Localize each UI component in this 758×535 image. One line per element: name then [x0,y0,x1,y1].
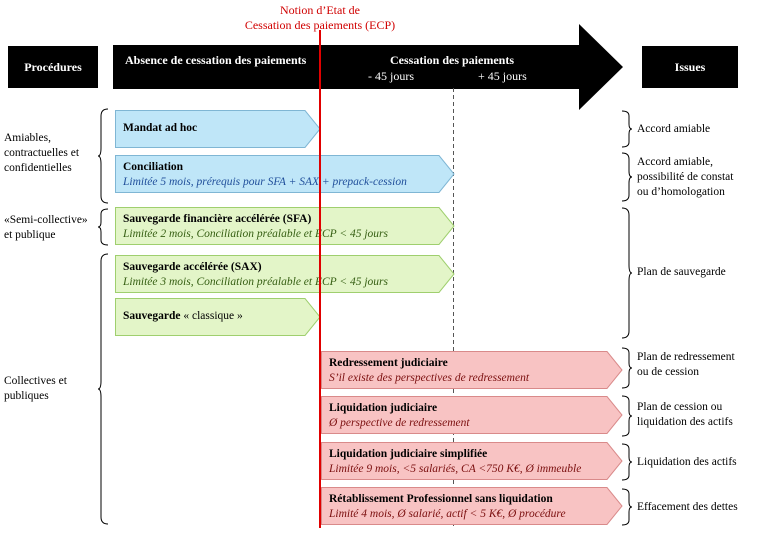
ecp-title-line1: Notion d’Etat de [280,3,360,17]
procedure-subtitle: Ø perspective de redressement [329,417,470,429]
issue-effacement: Effacement des dettes [637,500,738,515]
category-semi-line: «Semi-collective» [4,214,88,226]
bracket-liquidation-actifs [621,443,633,481]
issue-line: ou de cession [637,366,699,378]
procedure-title-rest: « classique » [180,310,243,322]
header-absence: Absence de cessation des paiements [125,53,307,67]
category-amiables-line: confidentielles [4,162,72,174]
header-procedures: Procédures [8,46,98,88]
category-semi-line: et publique [4,229,56,241]
procedure-subtitle: Limitée 2 mois, Conciliation préalable e… [123,228,389,240]
issue-line: ou d’homologation [637,186,725,198]
header-cessation: Cessation des paiements [390,53,515,67]
issue-line: Plan de cession ou [637,401,723,413]
bracket-effacement [621,488,633,526]
procedure-subtitle: Limité 4 mois, Ø salarié, actif < 5 K€, … [329,508,566,520]
procedure-title: Sauvegarde [123,310,181,322]
issue-line: Plan de sauvegarde [637,266,726,278]
procedure-subtitle: S’il existe des perspectives de redresse… [329,372,530,384]
procedure-mandat-ad-hoc: Mandat ad hoc [115,110,321,148]
issue-accord-constat: Accord amiable, possibilité de constat o… [637,155,733,200]
procedure-title: Rétablissement Professionnel sans liquid… [329,493,553,505]
procedure-redressement: Redressement judiciaire S’il existe des … [321,351,623,389]
procedure-title: Sauvegarde accélérée (SAX) [123,261,262,273]
bracket-collectives [98,253,109,525]
header-issues: Issues [642,46,738,88]
issue-liquidation-actifs: Liquidation des actifs [637,455,737,470]
bracket-plan-cession [621,395,633,437]
procedure-sfa: Sauvegarde financière accélérée (SFA) Li… [115,207,455,245]
procedure-title: Liquidation judiciaire simplifiée [329,448,488,460]
issue-line: possibilité de constat [637,171,734,183]
procedure-liquidation-simplifiee: Liquidation judiciaire simplifiée Limité… [321,442,623,480]
procedure-subtitle: Limitée 5 mois, prérequis pour SFA + SAX… [123,176,407,188]
issue-plan-cession: Plan de cession ou liquidation des actif… [637,400,733,430]
issue-line: Effacement des dettes [637,501,738,513]
ecp-title-line2: Cessation des paiements (ECP) [244,18,396,32]
bracket-accord-constat [621,152,633,202]
category-amiables: Amiables, contractuelles et confidentiel… [4,131,79,176]
issue-accord-amiable: Accord amiable [637,122,710,137]
procedure-title: Redressement judiciaire [329,357,448,369]
procedure-title: Conciliation [123,161,184,173]
category-amiables-line: Amiables, [4,132,51,144]
category-collectives-line: publiques [4,390,49,402]
header-procedures-label: Procédures [24,59,82,74]
issue-plan-sauvegarde: Plan de sauvegarde [637,265,726,280]
category-semi: «Semi-collective» et publique [4,213,88,243]
category-collectives: Collectives et publiques [4,374,67,404]
bracket-amiables [98,108,109,204]
bracket-plan-sauvegarde [621,207,633,339]
issue-line: liquidation des actifs [637,416,733,428]
procedure-liquidation: Liquidation judiciaire Ø perspective de … [321,396,623,434]
category-collectives-line: Collectives et [4,375,67,387]
ecp-title: Notion d’Etat de Cessation des paiements… [230,3,410,33]
ecp-line [319,30,321,528]
issue-plan-redressement: Plan de redressement ou de cession [637,350,735,380]
bracket-plan-redressement [621,347,633,389]
procedure-sax: Sauvegarde accélérée (SAX) Limitée 3 moi… [115,255,455,293]
bracket-accord-amiable [621,110,633,148]
procedure-title: Sauvegarde financière accélérée (SFA) [123,213,312,225]
issue-line: Accord amiable [637,123,711,135]
procedure-conciliation: Conciliation Limitée 5 mois, prérequis p… [115,155,455,193]
issue-line: Plan de redressement [637,351,735,363]
procedure-title: Liquidation judiciaire [329,402,438,414]
timeline-arrow [113,24,623,110]
issue-line: Accord amiable, [637,156,713,168]
procedure-sauvegarde-classique: Sauvegarde « classique » [115,298,321,336]
category-amiables-line: contractuelles et [4,147,80,159]
header-minus45: - 45 jours [368,69,414,83]
procedure-subtitle: Limitée 3 mois, Conciliation préalable e… [123,276,389,288]
header-issues-label: Issues [674,59,706,74]
procedure-subtitle: Limitée 9 mois, <5 salariés, CA <750 K€,… [329,463,582,475]
bracket-semi [98,208,109,246]
procedure-retablissement: Rétablissement Professionnel sans liquid… [321,487,623,525]
procedure-title: Mandat ad hoc [123,122,198,134]
header-plus45: + 45 jours [478,69,527,83]
issue-line: Liquidation des actifs [637,456,737,468]
